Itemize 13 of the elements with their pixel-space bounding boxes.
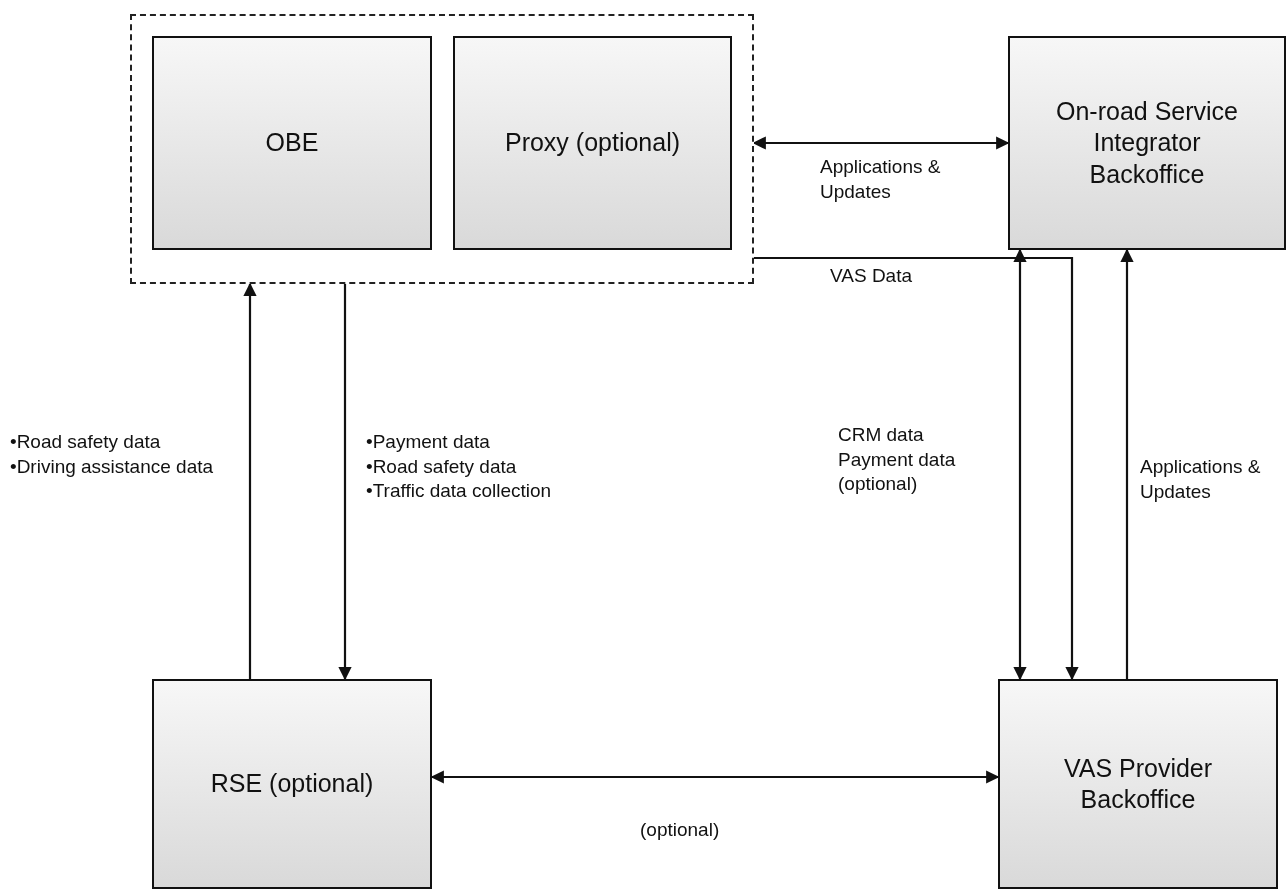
- arrow: [1120, 248, 1134, 679]
- arrow: [243, 282, 257, 679]
- arrow: [1013, 248, 1027, 681]
- arrow: [338, 284, 352, 681]
- component-box: VAS Provider Backoffice: [998, 679, 1278, 889]
- dashed-group-box: [130, 14, 754, 284]
- component-box: RSE (optional): [152, 679, 432, 889]
- component-box: On-road Service Integrator Backoffice: [1008, 36, 1286, 250]
- component-box: OBE: [152, 36, 432, 250]
- arrow: [752, 136, 1010, 150]
- arrow: [430, 770, 1000, 784]
- component-box: Proxy (optional): [453, 36, 732, 250]
- arrow: [754, 256, 1079, 681]
